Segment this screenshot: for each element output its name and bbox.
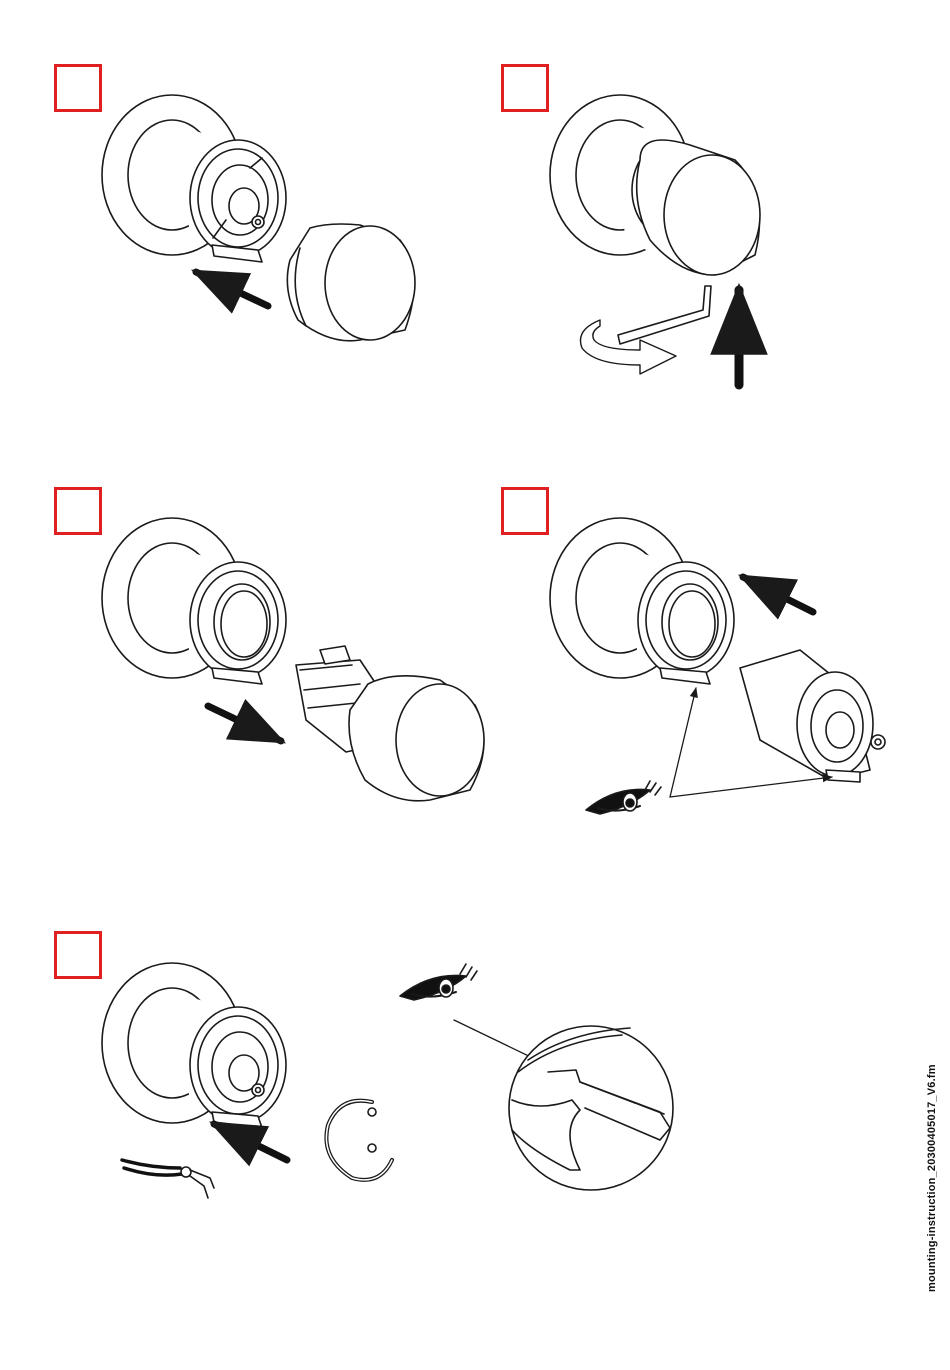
hex-key-icon — [618, 286, 711, 344]
direction-arrow — [743, 577, 813, 612]
step-5-illustration — [102, 963, 673, 1198]
cartridge — [740, 650, 885, 782]
sight-line — [670, 688, 696, 797]
direction-arrow — [214, 1124, 287, 1160]
file-name-label: mounting-instruction_20300405017_V6.fm — [926, 1064, 938, 1292]
step-3-illustration — [102, 518, 484, 801]
eye-icon — [400, 964, 477, 1000]
eye-icon — [586, 781, 661, 814]
sight-line — [670, 777, 832, 797]
cap — [349, 676, 484, 801]
circlip-pliers-icon — [122, 1160, 214, 1198]
detail-magnifier — [509, 1026, 673, 1190]
step-4-illustration — [550, 518, 885, 814]
step-1-illustration — [102, 95, 415, 341]
step-2-illustration — [550, 95, 760, 385]
direction-arrow — [208, 706, 281, 741]
cap — [287, 224, 415, 341]
retaining-ring-icon — [326, 1101, 392, 1180]
direction-arrow — [196, 272, 268, 306]
